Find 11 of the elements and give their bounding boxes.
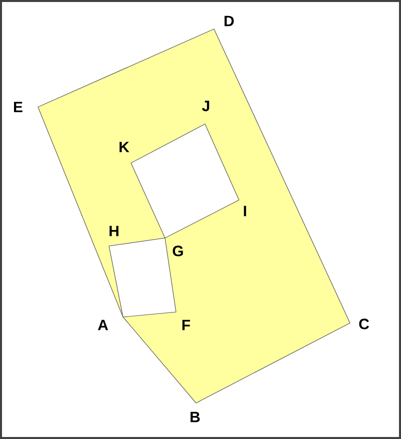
point-label: K	[120, 142, 130, 152]
point-label: C	[359, 318, 369, 330]
point-label: G	[172, 246, 183, 256]
point-label: D	[224, 16, 234, 26]
point-label: E	[14, 102, 22, 112]
point-label: I	[244, 206, 246, 216]
point-label: J	[202, 100, 210, 112]
point-label: B	[190, 412, 200, 422]
point-label: H	[110, 226, 118, 236]
point-label: A	[98, 320, 108, 330]
point-label: F	[182, 320, 190, 330]
